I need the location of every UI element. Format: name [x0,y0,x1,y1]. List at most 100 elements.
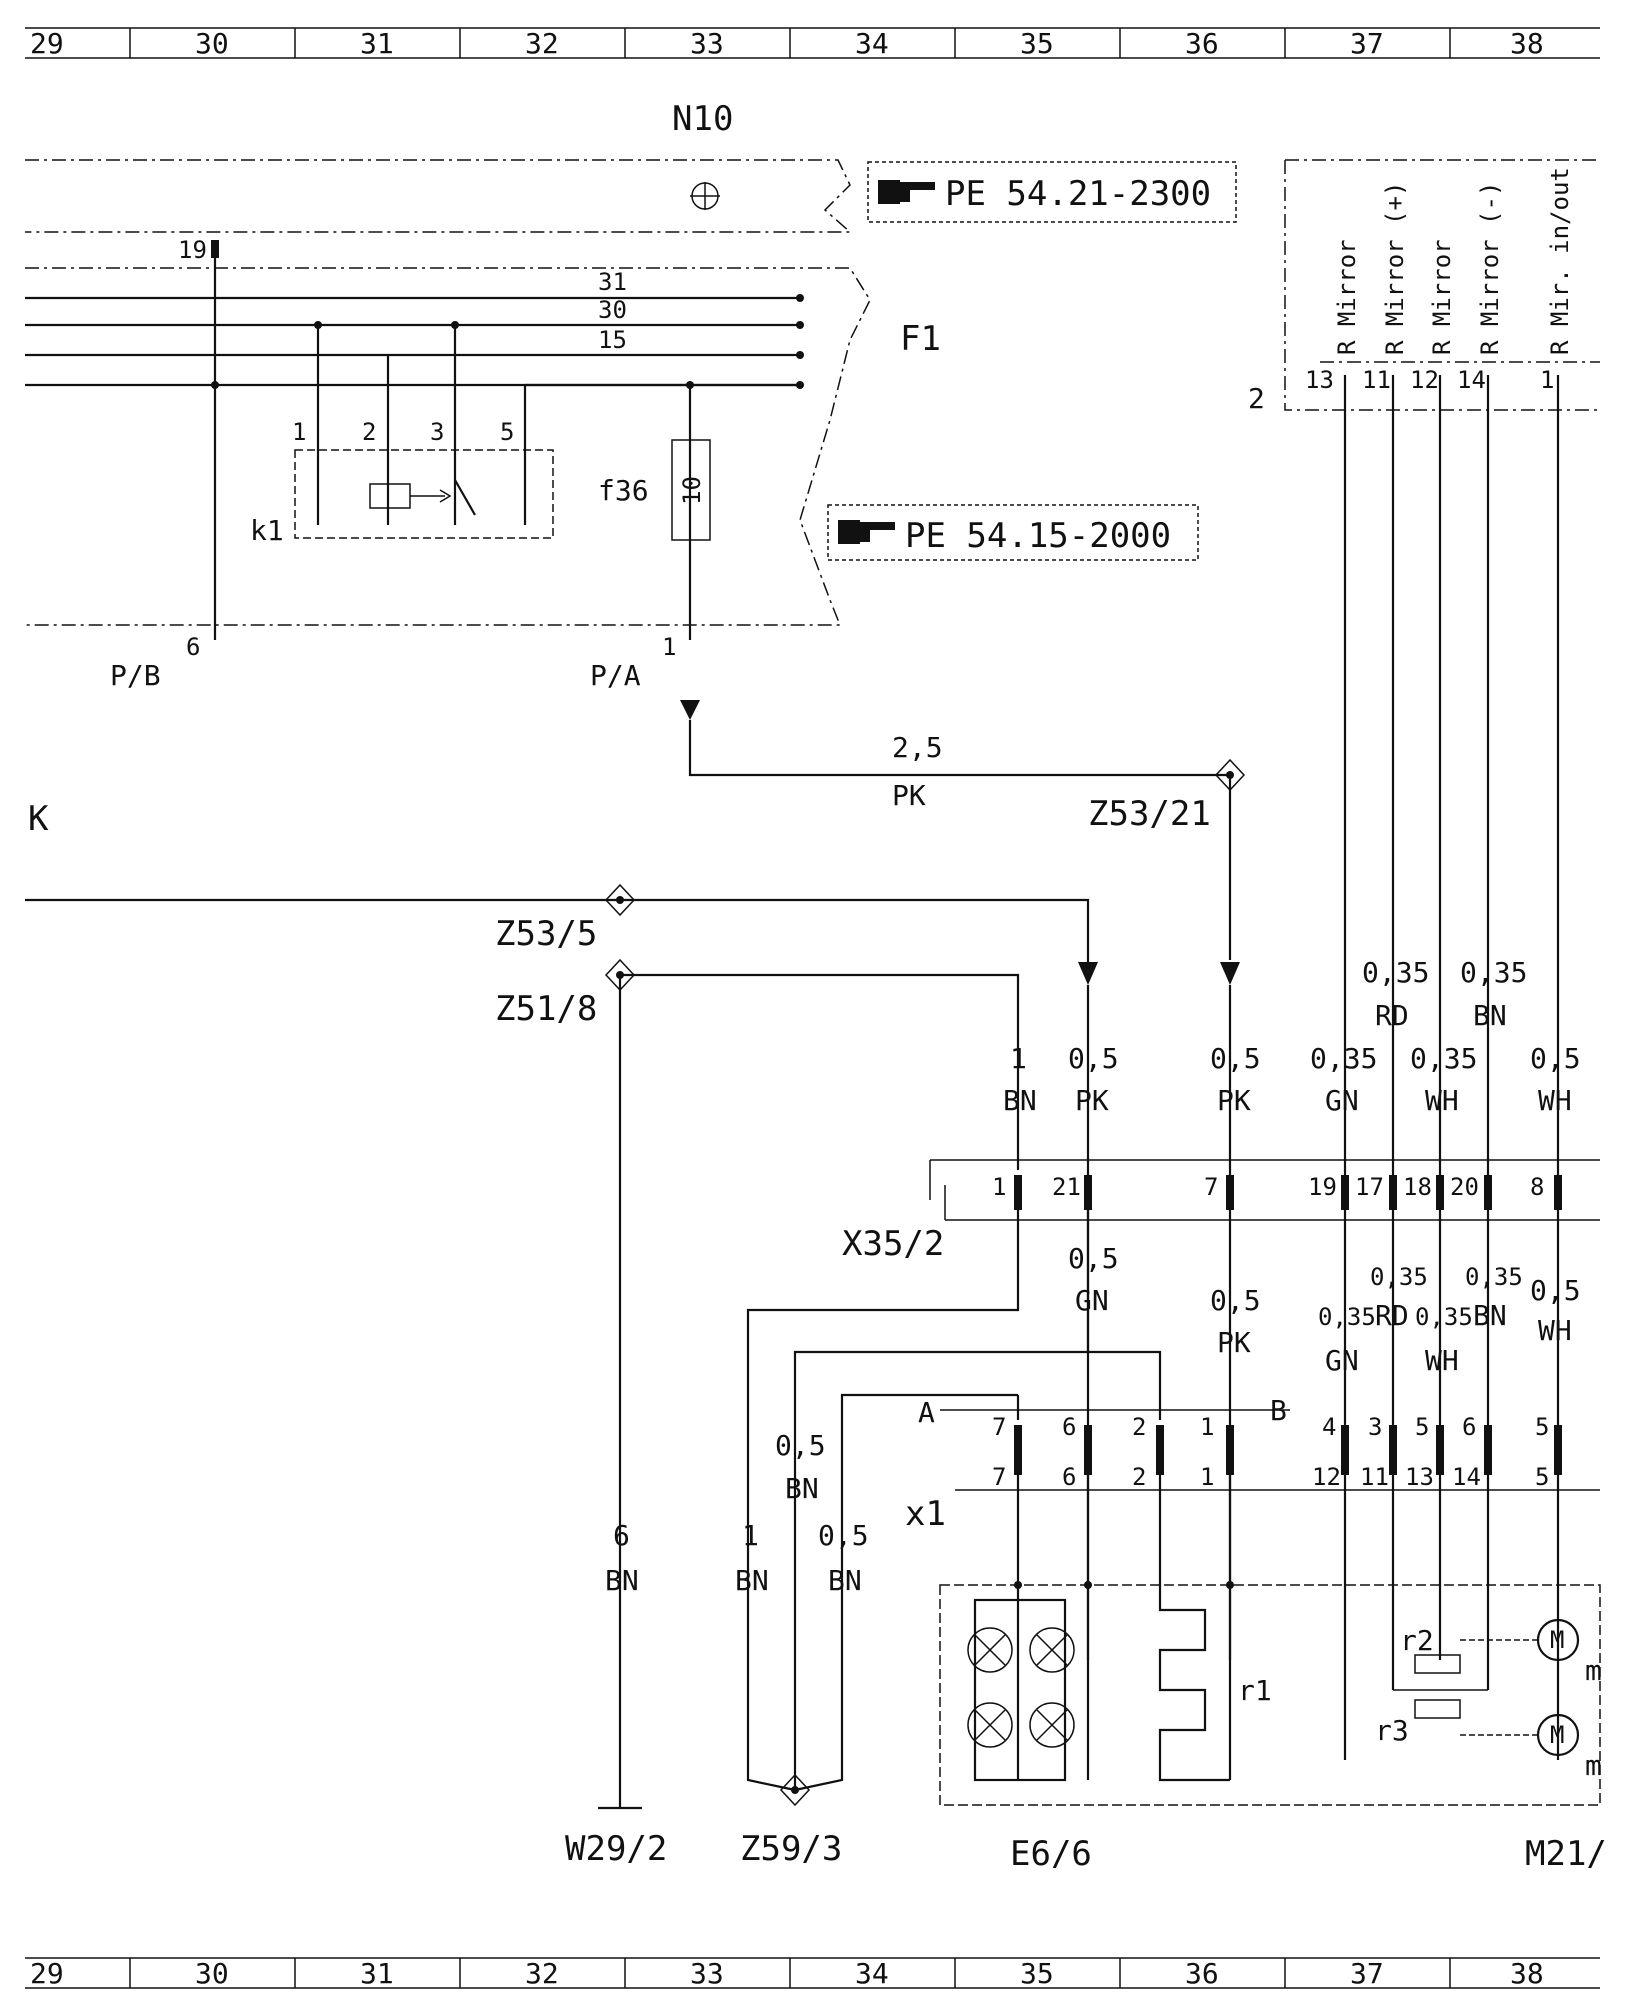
k-label: K [28,799,49,839]
wire-gn2: GN [1075,1284,1109,1317]
x35-pin-8: 8 [1530,1173,1544,1201]
m-bot-label: m [1585,1749,1602,1782]
b-pin-12: 12 [1312,1463,1341,1491]
pin-19: 19 [178,236,207,264]
mod-pin-14: 14 [1457,366,1486,394]
arrow-down-icon [680,700,700,720]
b-pin-3: 3 [1368,1413,1382,1441]
wire-1: 1 [1010,1042,1027,1075]
wire-035g: 0,35 [1415,1303,1473,1331]
relay-coil-icon [369,483,411,509]
relay-arrow-icon [410,489,452,503]
arrow-down-icon [1078,962,1098,985]
motor-label-top: M [1550,1626,1564,1654]
pot-r2-icon [1414,1654,1461,1674]
x1-connector: A B x1 7 6 2 1 7 6 2 1 4 3 5 6 12 11 13 … [905,1394,1600,1534]
a-pin-6: 6 [1062,1413,1076,1441]
mod-pin-1: 1 [1540,366,1554,394]
arrow-down-icon [1220,962,1240,985]
wire-035e: 0,35 [1318,1303,1376,1331]
grid-col-29: 29 [30,27,64,60]
e6-label: E6/6 [1010,1834,1092,1874]
wire-6: 6 [613,1519,630,1552]
a-pin-2b: 2 [1132,1463,1146,1491]
pe-ref-box-2[interactable]: PE 54.15-2000 [827,504,1199,561]
wire-gn1: GN [1325,1084,1359,1117]
wire-05h: 0,5 [818,1519,869,1552]
x35-pin-20: 20 [1450,1173,1479,1201]
b-pin-6: 6 [1462,1413,1476,1441]
f36-label: f36 [598,474,649,507]
bus-label-30: 30 [598,296,627,324]
a-pin-7: 7 [992,1413,1006,1441]
lamp-group [967,1598,1075,1782]
wire-035a: 0,35 [1310,1042,1377,1075]
x35-connector: X35/2 1 21 7 19 17 18 20 8 [842,1159,1600,1264]
x35-pin-18: 18 [1403,1173,1432,1201]
bottom-grid-ruler: 29 30 31 32 33 34 35 36 37 38 [25,1957,1600,1990]
pe-ref-2: PE 54.15-2000 [905,516,1171,556]
wire-pk2: PK [1075,1084,1109,1117]
f36-fuse-icon [671,439,711,541]
wire-bn4: BN [785,1472,819,1505]
z53-5-label: Z53/5 [495,914,597,954]
c-pin-5: 5 [1535,1413,1549,1441]
module-label-1: R Mirror [1333,239,1361,355]
grid-col-32-bottom: 32 [525,1957,559,1990]
wire-035h: 0,35 [1465,1263,1523,1291]
pb-label: P/B [110,659,161,692]
x35-pin-7: 7 [1204,1173,1218,1201]
b-pin-11: 11 [1360,1463,1389,1491]
wire-pk1: PK [892,779,926,812]
x35-pin-1: 1 [992,1173,1006,1201]
mirror-assembly: E6/6 r1 r2 r3 M M m m M21/ [939,1475,1607,1874]
k1-pin-3: 3 [430,418,444,446]
b-pin-14: 14 [1452,1463,1481,1491]
wire-rd1: RD [1375,999,1409,1032]
wire-05b: 0,5 [1210,1042,1261,1075]
wire-bn1: BN [1003,1084,1037,1117]
grid-col-31-bottom: 31 [360,1957,394,1990]
z53-21-label: Z53/21 [1088,794,1211,834]
conn-a-label: A [918,1396,935,1429]
k1-pin-1: 1 [292,418,306,446]
wire-05g: 0,5 [775,1429,826,1462]
grid-col-29-bottom: 29 [30,1957,64,1990]
top-grid-ruler: 29 30 31 32 33 34 35 36 37 38 [25,27,1600,60]
m21-label: M21/ [1525,1834,1607,1874]
lamp-icon [1029,1702,1075,1748]
bus-label-15: 15 [598,326,627,354]
mod-pin-11: 11 [1362,366,1391,394]
wire-pk4: PK [1217,1326,1251,1359]
pin-1-pa: 1 [662,633,676,661]
motor-label-bottom: M [1550,1721,1564,1749]
wire-05d: 0,5 [1068,1242,1119,1275]
grid-col-36-bottom: 36 [1185,1957,1219,1990]
grid-col-34-bottom: 34 [855,1957,889,1990]
z51-8-label: Z51/8 [495,989,597,1029]
x35-pin-19: 19 [1308,1173,1337,1201]
grid-col-33: 33 [690,27,724,60]
pe-ref-1: PE 54.21-2300 [945,174,1211,214]
pe-ref-box-1[interactable]: PE 54.21-2300 [867,161,1237,223]
a-pin-2: 2 [1132,1413,1146,1441]
wire-wh2: WH [1538,1084,1572,1117]
wire-05c: 0,5 [1530,1042,1581,1075]
splice-z53-21-icon [1214,758,1246,792]
wire-bn6: BN [735,1564,769,1597]
module-label-5: R Mir. in/out [1546,167,1574,355]
grid-col-35: 35 [1020,27,1054,60]
z59-label: Z59/3 [740,1829,842,1869]
grid-col-31: 31 [360,27,394,60]
bus-label-31: 31 [598,268,627,296]
mod-pin-13: 13 [1305,366,1334,394]
bn-harness: Z59/3 0,5 BN 1 BN 0,5 BN [735,1210,1162,1869]
wire-05a: 0,5 [1068,1042,1119,1075]
module-label-4: R Mirror (-) [1476,182,1504,355]
f1-fusebox: F1 31 30 15 19 6 P/B k1 1 2 3 5 [25,236,941,720]
lamp-icon [967,1702,1013,1748]
a-pin-1: 1 [1200,1413,1214,1441]
pointing-hand-icon [838,520,895,544]
r2-label: r2 [1400,1624,1434,1657]
f1-label: F1 [900,319,941,359]
